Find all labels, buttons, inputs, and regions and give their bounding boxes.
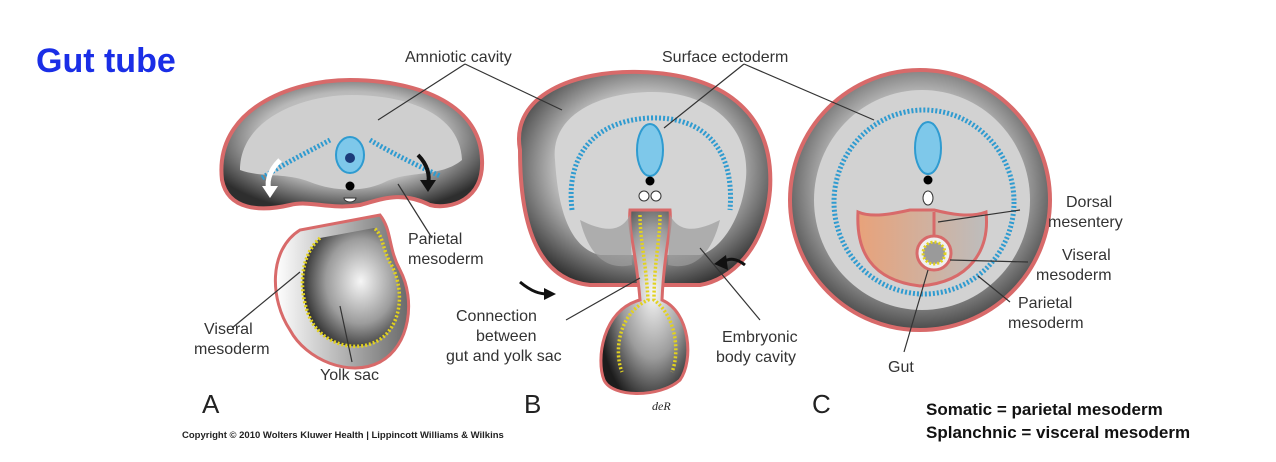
panel-a-figure: [221, 80, 482, 368]
label-parietal-mesoderm-a-line1: Parietal: [408, 231, 462, 248]
label-embryonic-line1: Embryonic: [722, 329, 798, 346]
label-gut: Gut: [888, 359, 914, 376]
copyright-notice: Copyright © 2010 Wolters Kluwer Health |…: [182, 430, 504, 441]
label-connection-line1: Connection: [456, 308, 537, 325]
label-parietal-mesoderm-c-line1: Parietal: [1018, 295, 1072, 312]
panel-letter-a: A: [202, 389, 220, 419]
label-viseral-mesoderm-a-line1: Viseral: [204, 321, 253, 338]
label-parietal-mesoderm-a-line2: mesoderm: [408, 251, 484, 268]
panel-letter-b: B: [524, 389, 541, 419]
label-connection-line3: gut and yolk sac: [446, 348, 562, 365]
label-viseral-mesoderm-c-line2: mesoderm: [1036, 267, 1112, 284]
label-parietal-mesoderm-c-line2: mesoderm: [1008, 315, 1084, 332]
artist-signature: deR: [652, 399, 671, 413]
panel-c-figure: [790, 70, 1050, 330]
label-amniotic-cavity: Amniotic cavity: [405, 49, 512, 66]
label-yolk-sac: Yolk sac: [320, 367, 379, 384]
label-viseral-mesoderm-a-line2: mesoderm: [194, 341, 270, 358]
panel-letter-c: C: [812, 389, 831, 419]
label-dorsal-mesentery-line2: mesentery: [1048, 214, 1123, 231]
label-viseral-mesoderm-c-line1: Viseral: [1062, 247, 1111, 264]
label-connection-line2: between: [476, 328, 537, 345]
label-embryonic-line2: body cavity: [716, 349, 796, 366]
label-dorsal-mesentery-line1: Dorsal: [1066, 194, 1112, 211]
diagram-title: Gut tube: [36, 42, 176, 80]
label-surface-ectoderm: Surface ectoderm: [662, 49, 788, 66]
note-splanchnic: Splanchnic = visceral mesoderm: [926, 423, 1190, 442]
note-somatic: Somatic = parietal mesoderm: [926, 400, 1163, 419]
